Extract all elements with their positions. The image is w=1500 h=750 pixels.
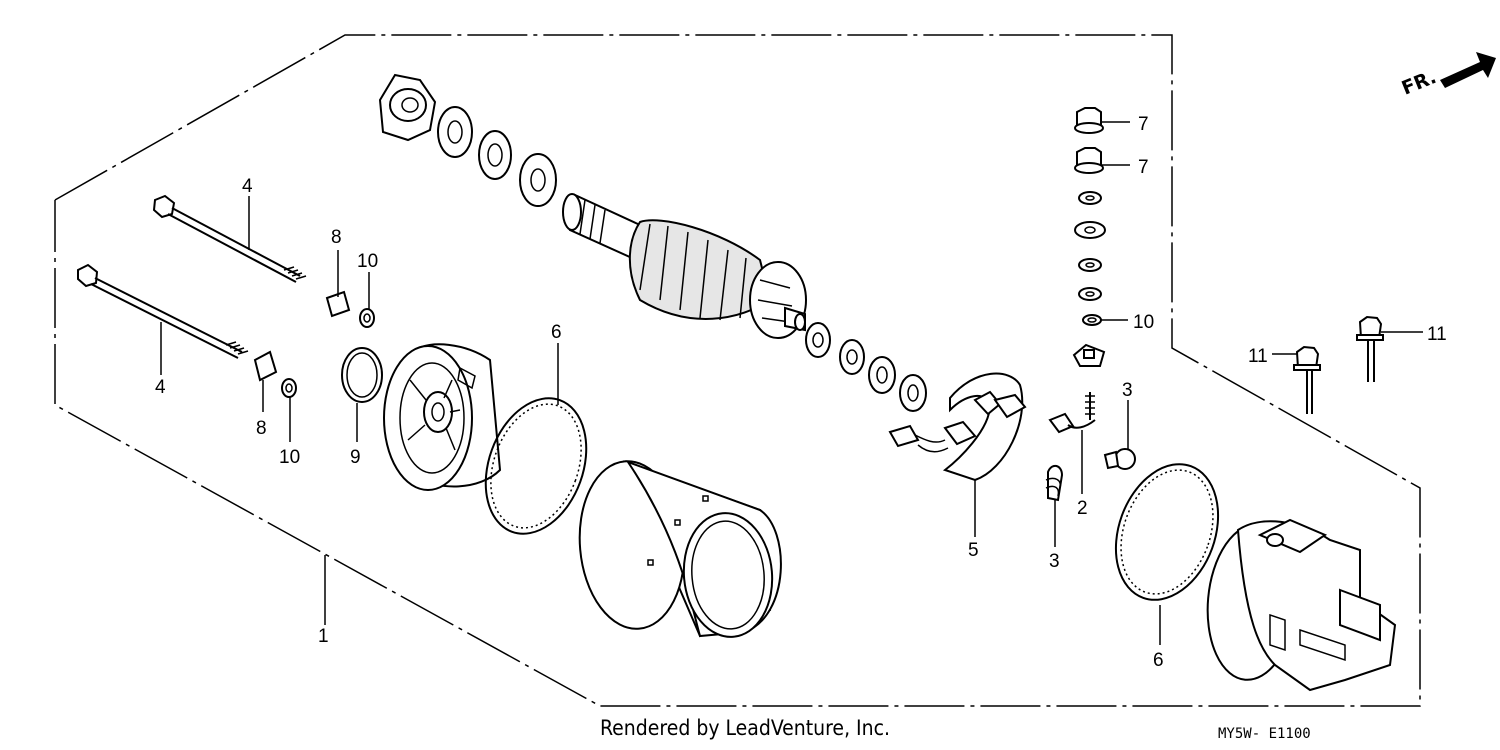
callout-7: 7 [1138,157,1149,178]
callout-8: 8 [256,418,267,439]
part-11-bolts [1293,315,1384,414]
callout-6: 6 [1153,650,1164,671]
part-7-nuts-and-washer-stack [1072,107,1106,367]
armature [562,193,807,339]
arrow-icon [1440,52,1496,88]
front-cover [383,343,502,491]
callout-3: 3 [1049,551,1060,572]
assembly-outline [54,34,1421,707]
callout-1: 1 [318,626,329,647]
callout-9: 9 [350,447,361,468]
leader-lines [160,121,1423,645]
part-4-through-bolts [77,194,307,359]
callout-3: 3 [1122,380,1133,401]
callout-10: 10 [1133,312,1154,333]
callout-4: 4 [155,377,166,398]
callout-2: 2 [1077,498,1088,519]
callout-10: 10 [279,447,300,468]
callout-5: 5 [968,540,979,561]
callout-6: 6 [551,322,562,343]
part-3-springs [1045,448,1136,502]
rear-armature-washers [805,322,927,412]
part-2-terminal-lead [1048,392,1096,434]
render-credit: Rendered by LeadVenture, Inc. [600,716,890,740]
diagram-code: MY5W- E1100 [1218,726,1311,742]
svg-text:FR.: FR. [1399,66,1440,100]
yoke-housing [578,460,782,638]
rear-cover [1206,518,1397,692]
part-6-large-o-rings [484,397,1220,601]
part-5-brush-holder [888,372,1027,482]
callout-numbers: 1 2 3 3 4 4 5 6 6 7 7 8 8 9 10 10 10 11 … [155,114,1447,671]
callout-7: 7 [1138,114,1149,135]
callout-8: 8 [331,227,342,248]
callout-11: 11 [1248,346,1268,367]
callout-10: 10 [357,251,378,272]
part-10-washers [281,308,1102,398]
thrust-plate-and-washers [378,73,557,207]
callout-11: 11 [1427,324,1447,345]
part-9-o-ring [341,347,383,403]
callout-4: 4 [242,176,253,197]
front-direction-arrow: FR. [1399,52,1496,100]
part-8-plates [253,290,351,382]
